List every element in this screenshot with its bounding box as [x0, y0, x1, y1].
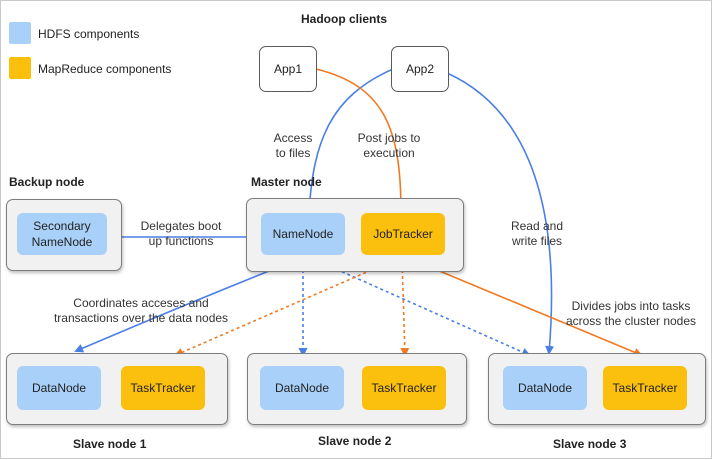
app1-node: App1 — [259, 46, 317, 92]
annotation-line: Coordinates acceses and — [73, 296, 209, 310]
access-files-annotation: Access to files — [263, 131, 323, 161]
slave-node-3-group: DataNode TaskTracker — [488, 353, 706, 425]
annotation-line: up functions — [148, 234, 214, 248]
backup-node-group: Secondary NameNode — [6, 199, 122, 271]
secondary-namenode: Secondary NameNode — [17, 213, 107, 255]
slave-node-2-group: DataNode TaskTracker — [247, 353, 467, 425]
post-jobs-arrow — [315, 68, 406, 215]
coordinates-annotation: Coordinates acceses and transactions ove… — [41, 296, 241, 326]
hdfs-legend-label: HDFS components — [38, 27, 140, 41]
slave-node-1-group: DataNode TaskTracker — [6, 353, 228, 425]
annotation-line: transactions over the data nodes — [53, 311, 229, 325]
annotation-line: Divides jobs into tasks — [571, 299, 691, 313]
read-write-annotation: Read and write files — [501, 219, 573, 249]
slave3-tasktracker: TaskTracker — [603, 366, 687, 410]
slave3-datanode: DataNode — [503, 366, 587, 410]
mapreduce-legend-label: MapReduce components — [38, 62, 172, 76]
annotation-line: write files — [511, 234, 562, 248]
slave1-tasktracker: TaskTracker — [121, 366, 205, 410]
delegates-annotation: Delegates boot up functions — [131, 219, 231, 249]
annotation-line: Post jobs to — [357, 131, 421, 145]
post-jobs-annotation: Post jobs to execution — [347, 131, 431, 161]
annotation-line: Access — [273, 131, 313, 145]
mapreduce-legend-swatch — [9, 57, 31, 79]
jobtracker-to-tasktracker1-arrow — [174, 257, 400, 357]
secondary-namenode-line: Secondary — [33, 219, 91, 233]
jobtracker-to-tasktracker3-arrow — [405, 256, 643, 357]
slave1-datanode: DataNode — [17, 366, 101, 410]
jobtracker: JobTracker — [361, 213, 445, 255]
read-write-arrow — [446, 72, 555, 355]
namenode: NameNode — [261, 213, 345, 255]
backup-node-title: Backup node — [9, 175, 85, 189]
namenode-to-datanode3-arrow — [308, 256, 531, 357]
master-node-group: NameNode JobTracker — [246, 198, 464, 272]
jobtracker-to-tasktracker2-arrow — [400, 257, 410, 357]
secondary-namenode-line: NameNode — [31, 235, 93, 249]
hdfs-legend-swatch — [9, 22, 31, 44]
annotation-line: Read and — [510, 219, 564, 233]
annotation-line: execution — [363, 146, 415, 160]
master-node-title: Master node — [251, 175, 322, 189]
hadoop-clients-title: Hadoop clients — [301, 12, 388, 26]
slave2-tasktracker: TaskTracker — [362, 366, 446, 410]
annotation-line: Delegates boot — [140, 219, 222, 233]
slave-node-2-title: Slave node 2 — [318, 434, 392, 448]
slave2-datanode: DataNode — [260, 366, 344, 410]
access-files-arrow — [304, 68, 394, 215]
annotation-line: across the cluster nodes — [565, 314, 697, 328]
slave-node-1-title: Slave node 1 — [73, 437, 147, 451]
app2-node: App2 — [391, 46, 449, 92]
divides-annotation: Divides jobs into tasks across the clust… — [556, 299, 706, 329]
annotation-line: to files — [275, 146, 311, 160]
slave-node-3-title: Slave node 3 — [553, 437, 627, 451]
